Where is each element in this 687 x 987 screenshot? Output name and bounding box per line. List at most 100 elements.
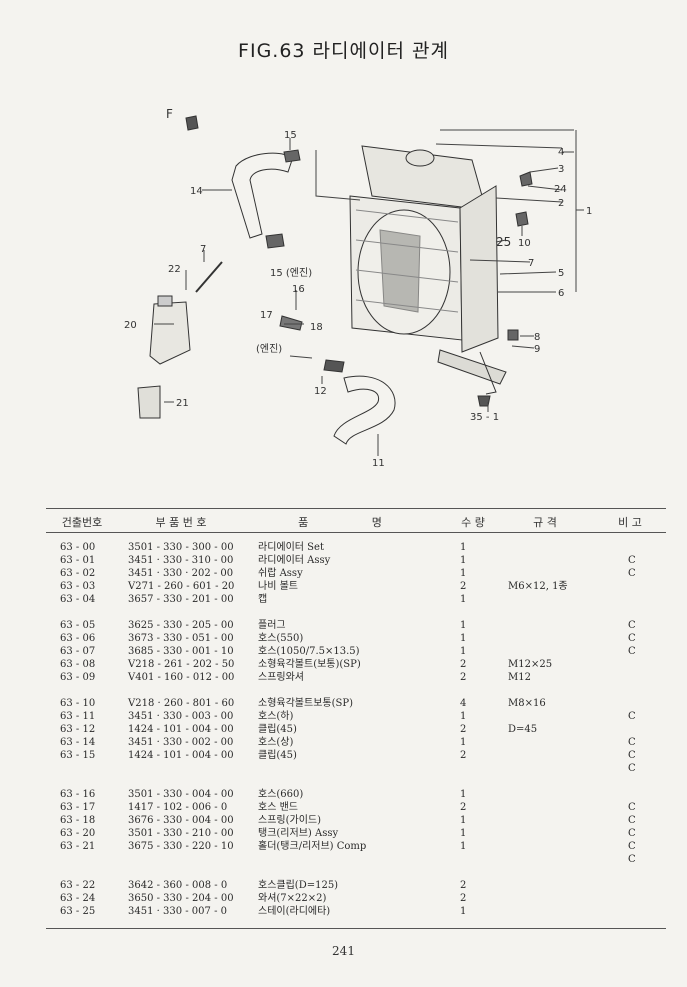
- cell-no: 63 - 16: [60, 789, 96, 800]
- radiator-side-tank: [459, 185, 499, 353]
- header-no: 건출번호: [61, 516, 103, 529]
- cell-name: 홀더(탱크/리저브) Comp: [258, 841, 367, 852]
- cell-qty: 1: [460, 789, 467, 800]
- cell-rm: C: [628, 815, 636, 826]
- cell-rm: C: [628, 828, 636, 839]
- cell-qty: 2: [460, 659, 467, 670]
- clip-15-bottom: [265, 233, 285, 249]
- cell-qty: 2: [460, 750, 467, 761]
- cell-rm: C: [628, 841, 636, 852]
- clip-12: [323, 359, 345, 373]
- cell-qty: 1: [460, 646, 467, 657]
- clip-f: [185, 115, 199, 131]
- cell-rm: C: [628, 646, 636, 657]
- clip-15-top: [283, 149, 301, 163]
- cell-name: 스프링(가이드): [258, 815, 322, 826]
- cell-no: 63 - 03: [60, 581, 96, 592]
- cell-rm: C: [628, 711, 636, 722]
- cell-pn: 3451 · 330 - 003 - 00: [128, 711, 234, 722]
- cell-qty: 2: [460, 880, 467, 891]
- cell-spec: M12×25: [508, 659, 553, 670]
- cell-pn: 3451 · 330 - 007 - 0: [128, 906, 227, 917]
- cell-no: 63 - 05: [60, 620, 96, 631]
- cell-qty: 1: [460, 568, 467, 579]
- table-header-rule: [46, 532, 666, 533]
- cell-name: 클립(45): [258, 724, 297, 735]
- page-number: 241: [332, 944, 355, 958]
- cell-name: 스테이(라디에타): [258, 906, 331, 917]
- cell-name: 플러그: [258, 620, 286, 631]
- label-7-right: 7: [528, 258, 534, 269]
- cell-no: 63 - 21: [60, 841, 96, 852]
- cell-name: 쉬랍 Assy: [258, 568, 303, 579]
- cell-no: 63 - 12: [60, 724, 96, 735]
- cell-no: 63 - 10: [60, 698, 96, 709]
- cell-no: 63 - 02: [60, 568, 96, 579]
- cell-name: 소형육각볼트(보통)(SP): [258, 659, 361, 670]
- label-17: 17: [260, 310, 273, 321]
- cell-pn: 3501 - 330 - 210 - 00: [128, 828, 234, 839]
- cell-name: 캡: [258, 594, 268, 605]
- cell-qty: 2: [460, 724, 467, 735]
- cell-no: 63 - 00: [60, 542, 96, 553]
- cell-rm: C: [628, 555, 636, 566]
- label-9: 9: [534, 344, 540, 355]
- label-35-1: 35 - 1: [470, 412, 499, 423]
- cell-qty: 1: [460, 620, 467, 631]
- cell-pn: 3451 · 330 - 310 - 00: [128, 555, 234, 566]
- cell-qty: 1: [460, 555, 467, 566]
- reserve-tank: [149, 301, 191, 365]
- cell-no: 63 - 20: [60, 828, 96, 839]
- cell-spec: D=45: [508, 724, 538, 735]
- cell-no: 63 - 07: [60, 646, 96, 657]
- label-12: 12: [314, 386, 327, 397]
- cell-no: 63 - 24: [60, 893, 96, 904]
- cell-spec: M12: [508, 672, 531, 683]
- label-2: 2: [558, 198, 564, 209]
- exploded-parts-diagram: F 15 14 7 22 15 (엔진) 16 17 18 20 21 (엔진)…: [124, 107, 592, 469]
- cell-name: 와셔(7×22×2): [258, 893, 327, 904]
- label-7: 7: [200, 244, 206, 255]
- cell-pn: V401 - 160 - 012 - 00: [128, 672, 235, 683]
- radiator-cap: [405, 149, 435, 167]
- cell-qty: 1: [460, 633, 467, 644]
- cell-no: 63 - 11: [60, 711, 96, 722]
- cell-rm: C: [628, 568, 636, 579]
- cell-name: 라디에이터 Set: [258, 542, 324, 553]
- cell-no: 63 - 08: [60, 659, 96, 670]
- tank-holder: [137, 385, 161, 419]
- header-part-number: 부 품 번 호: [155, 516, 207, 529]
- cell-qty: 1: [460, 828, 467, 839]
- cell-name: 탱크(리저브) Assy: [258, 828, 339, 839]
- cell-no: 63 - 15: [60, 750, 96, 761]
- cell-no: 63 - 22: [60, 880, 96, 891]
- cell-pn: 3642 - 360 - 008 - 0: [128, 880, 228, 891]
- cell-name: 소형육각볼트보통(SP): [258, 698, 353, 709]
- cell-pn: 3625 - 330 - 205 - 00: [128, 620, 234, 631]
- cell-qty: 2: [460, 802, 467, 813]
- label-22: 22: [168, 264, 181, 275]
- label-8: 8: [534, 332, 540, 343]
- label-engine: (엔진): [256, 343, 282, 355]
- cell-pn: 3675 - 330 - 220 - 10: [128, 841, 234, 852]
- label-20: 20: [124, 320, 137, 331]
- label-4: 4: [558, 147, 564, 158]
- spring-guide: [279, 315, 303, 331]
- cell-rm: C: [628, 854, 636, 865]
- header-spec: 규 격: [533, 516, 557, 529]
- label-21: 21: [176, 398, 189, 409]
- cell-no: 63 - 18: [60, 815, 96, 826]
- cell-qty: 1: [460, 711, 467, 722]
- cell-name: 클립(45): [258, 750, 297, 761]
- cell-pn: V218 - 261 - 202 - 50: [128, 659, 235, 670]
- cell-qty: 2: [460, 893, 467, 904]
- label-6: 6: [558, 288, 564, 299]
- lower-hose: [333, 375, 396, 445]
- cell-pn: 3451 · 330 · 202 - 00: [128, 568, 234, 579]
- label-14: 14: [190, 186, 203, 197]
- cell-pn: 3685 - 330 - 001 - 10: [128, 646, 234, 657]
- cell-no: 63 - 04: [60, 594, 96, 605]
- cell-no: 63 - 01: [60, 555, 96, 566]
- cell-name: 호스(660): [258, 789, 304, 800]
- table-top-rule: [46, 508, 666, 509]
